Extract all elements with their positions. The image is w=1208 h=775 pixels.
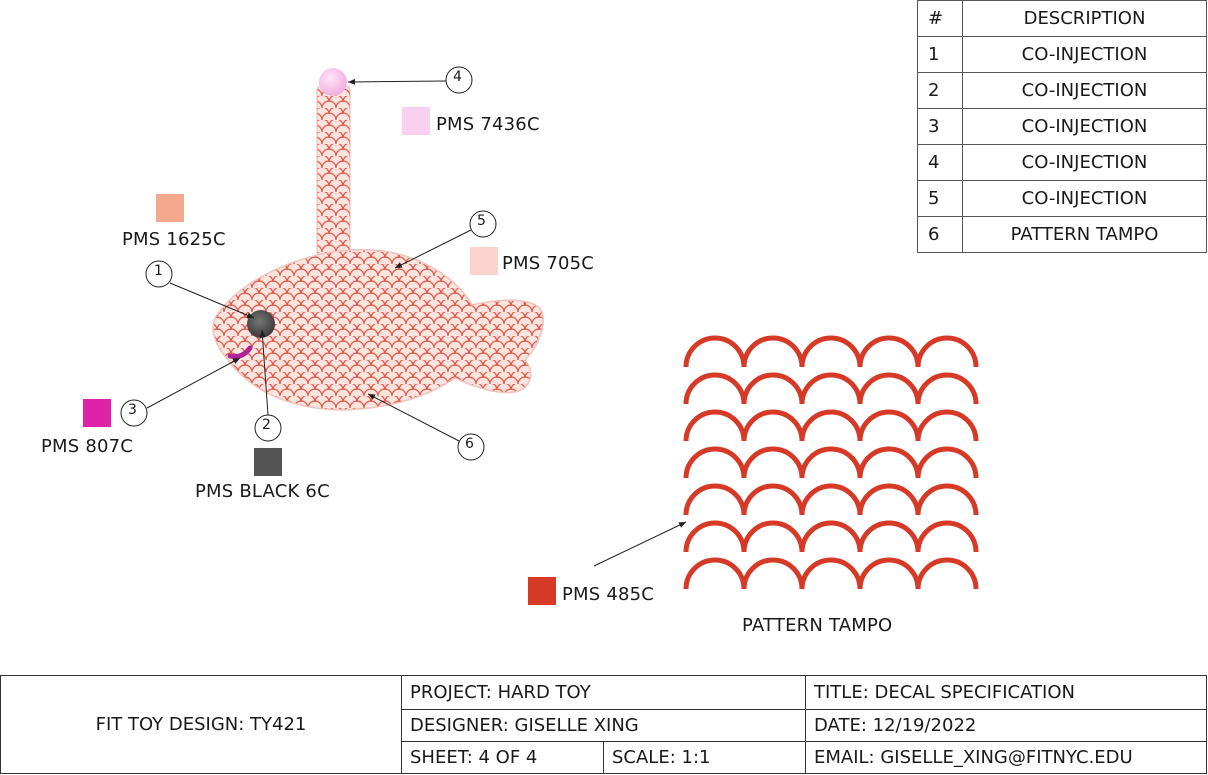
scallop-arc	[799, 446, 863, 479]
row-description: CO-INJECTION	[962, 72, 1207, 109]
scale-field: SCALE: 1:1	[612, 747, 711, 768]
scallop-arc	[857, 409, 921, 442]
label-pms-807c: PMS 807C	[41, 436, 134, 457]
row-number: 4	[917, 144, 963, 181]
swatch-pms-1625c	[156, 194, 184, 222]
callout-4: 4	[453, 69, 463, 85]
row-description: CO-INJECTION	[962, 36, 1207, 73]
table-header-row: # DESCRIPTION	[917, 0, 1207, 37]
scallop-arc	[799, 483, 863, 516]
callout-6: 6	[465, 436, 475, 452]
scallop-arc	[741, 335, 805, 368]
scallop-arc	[799, 409, 863, 442]
scallop-arc	[915, 372, 979, 405]
swatch-pms-black-6c	[254, 448, 282, 476]
label-pms-black-6c: PMS BLACK 6C	[195, 481, 330, 502]
fish-mouth	[227, 345, 253, 360]
scallop-arc	[741, 446, 805, 479]
label-pms-485c: PMS 485C	[562, 584, 655, 605]
header-number: #	[917, 0, 963, 37]
label-pms-7436c: PMS 7436C	[436, 114, 540, 135]
pattern-tampo-graphic	[683, 335, 979, 590]
email-field: EMAIL: GISELLE_XING@FITNYC.EDU	[814, 747, 1133, 768]
callout-2: 2	[262, 417, 272, 433]
scallop-arc	[915, 409, 979, 442]
table-row: 6 PATTERN TAMPO	[917, 216, 1207, 253]
table-row: 5 CO-INJECTION	[917, 180, 1207, 217]
scallop-arc	[915, 557, 979, 590]
table-row: 2 CO-INJECTION	[917, 72, 1207, 109]
swatch-pms-485c	[528, 577, 556, 605]
callout-circles	[120, 66, 497, 461]
scallop-arc	[857, 446, 921, 479]
label-pms-1625c: PMS 1625C	[122, 229, 226, 250]
scallop-arc	[683, 446, 747, 479]
scallop-arc	[857, 335, 921, 368]
row-description: CO-INJECTION	[962, 144, 1207, 181]
callout-5: 5	[477, 213, 487, 229]
stick-ball	[319, 68, 347, 96]
scallop-arc	[741, 372, 805, 405]
fish-stick	[316, 84, 351, 258]
table-row: 1 CO-INJECTION	[917, 36, 1207, 73]
title-field: TITLE: DECAL SPECIFICATION	[814, 682, 1075, 703]
scallop-arc	[683, 557, 747, 590]
row-number: 6	[917, 216, 963, 253]
row-description: PATTERN TAMPO	[962, 216, 1207, 253]
designer-field: DESIGNER: GISELLE XING	[410, 715, 639, 736]
row-number: 5	[917, 180, 963, 217]
row-description: CO-INJECTION	[962, 108, 1207, 145]
scallop-arc	[799, 557, 863, 590]
scallop-arc	[799, 335, 863, 368]
scallop-arc	[683, 335, 747, 368]
scallop-arc	[857, 557, 921, 590]
pattern-caption: PATTERN TAMPO	[742, 615, 893, 636]
row-number: 3	[917, 108, 963, 145]
scallop-arc	[915, 520, 979, 553]
scallop-arc	[915, 483, 979, 516]
title-block: FIT TOY DESIGN: TY421 PROJECT: HARD TOY …	[0, 675, 1207, 774]
label-pms-705c: PMS 705C	[502, 253, 595, 274]
scallop-arc	[857, 520, 921, 553]
company-code: FIT TOY DESIGN: TY421	[95, 714, 307, 735]
scallop-arc	[799, 520, 863, 553]
scallop-arc	[799, 372, 863, 405]
swatch-pms-807c	[83, 399, 111, 427]
table-row: 4 CO-INJECTION	[917, 144, 1207, 181]
scallop-arc	[857, 483, 921, 516]
table-row: 3 CO-INJECTION	[917, 108, 1207, 145]
swatch-pms-7436c	[402, 107, 430, 135]
scallop-arc	[915, 446, 979, 479]
scallop-arc	[683, 483, 747, 516]
row-number: 2	[917, 72, 963, 109]
callout-1: 1	[154, 263, 164, 279]
header-description: DESCRIPTION	[962, 0, 1207, 37]
callout-3: 3	[128, 402, 138, 418]
scallop-arc	[915, 335, 979, 368]
scallop-arc	[857, 372, 921, 405]
leader-lines	[146, 78, 687, 567]
scallop-arc	[683, 372, 747, 405]
fish-body	[212, 248, 544, 411]
row-number: 1	[917, 36, 963, 73]
scallop-arc	[741, 557, 805, 590]
scallop-arc	[741, 483, 805, 516]
swatch-pms-705c	[470, 247, 498, 275]
scallop-arc	[683, 520, 747, 553]
date-field: DATE: 12/19/2022	[814, 715, 977, 736]
scallop-arc	[741, 409, 805, 442]
project-field: PROJECT: HARD TOY	[410, 682, 591, 703]
sheet-field: SHEET: 4 OF 4	[410, 747, 538, 768]
description-table: # DESCRIPTION 1 CO-INJECTION 2 CO-INJECT…	[917, 0, 1207, 253]
scallop-arc	[741, 520, 805, 553]
scallop-arc	[683, 409, 747, 442]
row-description: CO-INJECTION	[962, 180, 1207, 217]
fish-eye	[247, 310, 275, 338]
